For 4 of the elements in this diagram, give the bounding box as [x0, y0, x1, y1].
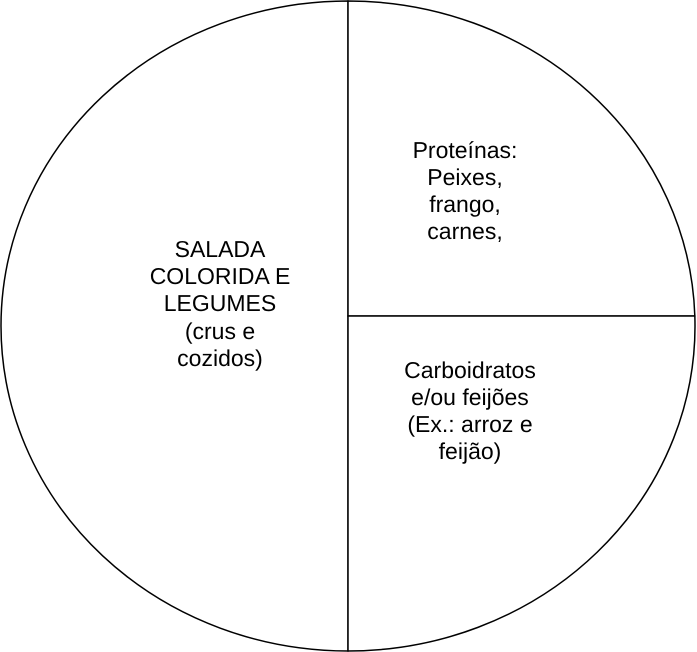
section-label: SALADA COLORIDA E LEGUMES [148, 236, 292, 317]
section-label: (crus e cozidos) [176, 318, 264, 372]
section-label: Carboidratos e/ou feijões (Ex.: arroz e feijão) [403, 357, 537, 465]
section-label: Proteínas: Peixes, frango, carnes, [412, 137, 518, 245]
